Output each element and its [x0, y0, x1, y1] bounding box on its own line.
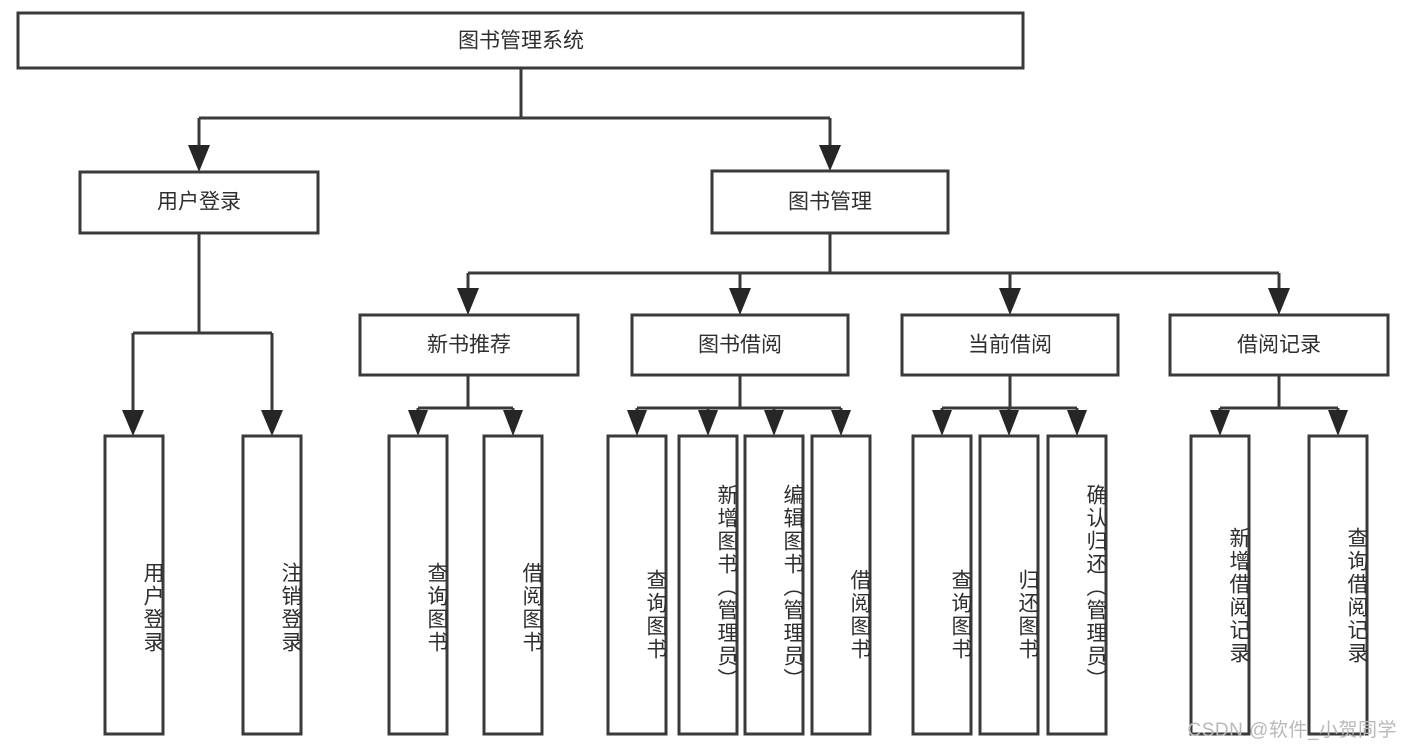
node-leaf-borrow-book-1[interactable] — [482, 434, 544, 736]
arrow-head-icon — [122, 410, 144, 436]
horizontal-label-group: 图书管理系统 用户登录 图书管理 新书推荐 图书借阅 当前借阅 借阅记录 — [157, 30, 1321, 357]
node-leaf-query-book-3[interactable] — [911, 434, 973, 736]
label-book-management: 图书管理 — [788, 191, 872, 214]
node-leaf-add-book-admin[interactable] — [677, 434, 739, 736]
label-borrow-records: 借阅记录 — [1237, 334, 1321, 357]
node-leaf-edit-book-admin[interactable] — [743, 434, 805, 736]
node-leaf-confirm-return-admin[interactable] — [1046, 434, 1108, 736]
node-book-borrow[interactable] — [630, 313, 850, 377]
label-new-book-recommend: 新书推荐 — [427, 334, 511, 357]
arrow-head-icon — [819, 145, 841, 171]
node-box-group — [16, 11, 1390, 736]
node-leaf-query-borrow-record[interactable] — [1307, 434, 1369, 736]
node-leaf-borrow-book-2[interactable] — [810, 434, 872, 736]
label-root: 图书管理系统 — [458, 30, 584, 53]
node-new-book-recommend[interactable] — [358, 313, 580, 377]
arrow-head-icon — [1067, 410, 1087, 436]
arrow-head-icon — [1328, 410, 1348, 436]
arrow-head-icon — [999, 410, 1019, 436]
node-current-borrow[interactable] — [900, 313, 1120, 377]
node-user-login[interactable] — [78, 170, 320, 235]
arrow-head-icon — [831, 410, 851, 436]
node-book-management[interactable] — [710, 169, 950, 235]
arrow-head-icon — [408, 410, 428, 436]
arrow-head-icon — [932, 410, 952, 436]
arrow-head-icon — [729, 288, 751, 315]
arrow-head-icon — [457, 288, 479, 315]
arrow-head-icon — [627, 410, 647, 436]
arrow-head-icon — [698, 410, 718, 436]
node-leaf-query-book-1[interactable] — [387, 434, 449, 736]
label-user-login: 用户登录 — [157, 191, 241, 214]
node-leaf-return-book[interactable] — [978, 434, 1040, 736]
node-leaf-query-book-2[interactable] — [606, 434, 668, 736]
label-current-borrow: 当前借阅 — [968, 334, 1052, 357]
arrow-head-icon — [188, 145, 210, 172]
node-borrow-records[interactable] — [1168, 313, 1390, 377]
arrow-head-icon — [1210, 410, 1230, 436]
csdn-watermark: CSDN @软件_小贺同学 — [1187, 720, 1397, 741]
node-leaf-logout[interactable] — [241, 434, 303, 736]
arrow-head-icon — [764, 410, 784, 436]
arrow-head-icon — [503, 410, 523, 436]
node-leaf-add-borrow-record[interactable] — [1189, 434, 1251, 736]
label-book-borrow: 图书借阅 — [698, 334, 782, 357]
arrow-head-icon — [999, 288, 1021, 315]
arrow-head-group — [122, 145, 1348, 436]
node-root-book-management-system[interactable] — [16, 11, 1025, 70]
arrow-head-icon — [1268, 288, 1290, 315]
arrow-head-icon — [261, 410, 283, 436]
node-leaf-user-login[interactable] — [103, 434, 165, 736]
